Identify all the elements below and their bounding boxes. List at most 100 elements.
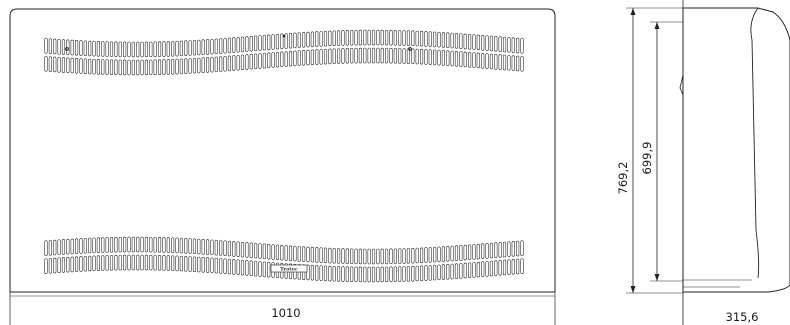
vent-slot bbox=[149, 41, 153, 58]
vent-slot bbox=[284, 51, 288, 67]
vent-slot bbox=[393, 29, 397, 46]
vent-slot bbox=[271, 244, 275, 260]
vent-slot bbox=[441, 32, 445, 48]
vent-slot bbox=[328, 265, 332, 282]
vent-slot bbox=[350, 248, 354, 265]
vent-slot bbox=[101, 237, 105, 253]
vent-slot bbox=[437, 49, 441, 66]
vent-slot bbox=[53, 239, 57, 256]
vent-slot bbox=[507, 37, 511, 53]
vent-slot bbox=[236, 259, 240, 276]
vent-slot bbox=[450, 50, 454, 67]
vent-slot bbox=[136, 254, 140, 271]
vent-slot bbox=[415, 265, 419, 282]
side-profile-outline bbox=[682, 7, 790, 293]
vent-slot bbox=[131, 59, 135, 76]
vent-slot bbox=[210, 38, 214, 55]
vent-slot bbox=[337, 48, 341, 64]
vent-slot bbox=[468, 244, 472, 261]
vent-slot bbox=[385, 47, 389, 64]
vent-slot bbox=[476, 52, 480, 69]
vent-slot bbox=[520, 240, 524, 256]
vent-slot bbox=[485, 53, 489, 69]
vent-slot bbox=[240, 259, 245, 276]
vent-slot bbox=[498, 260, 502, 276]
vent-slot bbox=[166, 41, 170, 57]
vent-slot bbox=[293, 50, 297, 67]
vent-slot bbox=[323, 48, 328, 65]
screw-left bbox=[65, 47, 69, 51]
vent-slot bbox=[258, 35, 262, 51]
vent-slot bbox=[179, 58, 183, 75]
vent-slot bbox=[494, 54, 498, 70]
vent-slot bbox=[44, 258, 48, 274]
inner-height-arrow-top bbox=[654, 22, 660, 29]
vent-slot bbox=[450, 263, 454, 280]
vent-slot bbox=[275, 244, 280, 261]
vent-slot bbox=[376, 266, 380, 283]
vent-slot bbox=[109, 41, 114, 57]
vent-slot bbox=[337, 30, 341, 46]
vent-slot bbox=[389, 266, 393, 283]
vent-slot bbox=[459, 263, 463, 279]
vent-slot bbox=[345, 266, 349, 282]
vent-slot bbox=[153, 254, 157, 271]
vent-slot bbox=[232, 37, 236, 53]
vent-slot bbox=[511, 37, 515, 53]
vent-slot bbox=[302, 50, 306, 66]
vent-slot bbox=[144, 59, 149, 76]
vent-slot bbox=[398, 48, 402, 64]
vent-slot bbox=[319, 265, 323, 281]
vent-slot bbox=[275, 33, 280, 50]
vent-slot bbox=[498, 242, 502, 258]
vent-slot bbox=[136, 41, 140, 58]
vent-slot bbox=[144, 236, 149, 253]
vent-slot bbox=[371, 266, 376, 283]
vent-slot bbox=[284, 33, 288, 49]
vent-slot bbox=[184, 256, 188, 272]
front-view: Trotec bbox=[9, 8, 556, 325]
vent-slot bbox=[406, 30, 411, 46]
vent-slot bbox=[454, 245, 459, 261]
vent-slot bbox=[371, 47, 376, 64]
vent-slot bbox=[157, 255, 162, 271]
vent-slot bbox=[249, 53, 253, 70]
vent-slot bbox=[254, 53, 258, 70]
vent-slot bbox=[44, 240, 48, 256]
vent-slot bbox=[341, 48, 345, 64]
vent-slot bbox=[454, 263, 459, 279]
vent-slot bbox=[70, 39, 74, 56]
vent-slot bbox=[258, 243, 262, 259]
vent-slot bbox=[441, 246, 445, 262]
vent-slot bbox=[96, 255, 100, 271]
vent-slot bbox=[236, 241, 240, 258]
vent-slot bbox=[206, 57, 210, 73]
vent-slot bbox=[70, 256, 74, 273]
vent-slot bbox=[328, 30, 332, 47]
vent-slot bbox=[502, 241, 507, 258]
vent-slot bbox=[315, 31, 319, 47]
vent-slot bbox=[415, 48, 419, 65]
vent-slot bbox=[376, 47, 380, 64]
vent-slot bbox=[476, 34, 480, 51]
vent-slot bbox=[402, 48, 406, 64]
vent-slot bbox=[323, 247, 328, 264]
vent-slot bbox=[433, 49, 437, 66]
vent-slot bbox=[271, 34, 275, 50]
vent-slot bbox=[254, 35, 258, 52]
vent-slot bbox=[511, 55, 515, 71]
vent-slot bbox=[227, 240, 231, 257]
vent-slot bbox=[201, 57, 205, 73]
vent-slot bbox=[446, 264, 450, 280]
vent-slot bbox=[481, 261, 485, 277]
vent-slot bbox=[83, 58, 87, 75]
vent-slot bbox=[74, 58, 79, 74]
vent-slot bbox=[354, 29, 358, 46]
vent-slot bbox=[315, 247, 319, 263]
vent-slot bbox=[367, 248, 371, 265]
vent-slot bbox=[468, 51, 472, 68]
vent-slot bbox=[345, 30, 349, 46]
vent-slot bbox=[472, 52, 476, 68]
vent-slot bbox=[192, 238, 197, 255]
